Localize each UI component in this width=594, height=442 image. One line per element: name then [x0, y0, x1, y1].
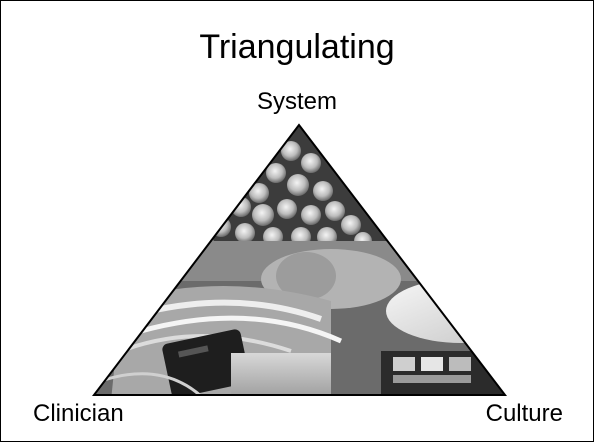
triangle-outline: [91, 123, 508, 396]
triangle-photo-collage: [94, 125, 505, 395]
slide-title: Triangulating: [199, 28, 395, 66]
vertex-label-system: System: [256, 88, 337, 115]
vertex-label-culture: Culture: [485, 400, 563, 427]
vertex-label-clinician: Clinician: [33, 400, 124, 427]
